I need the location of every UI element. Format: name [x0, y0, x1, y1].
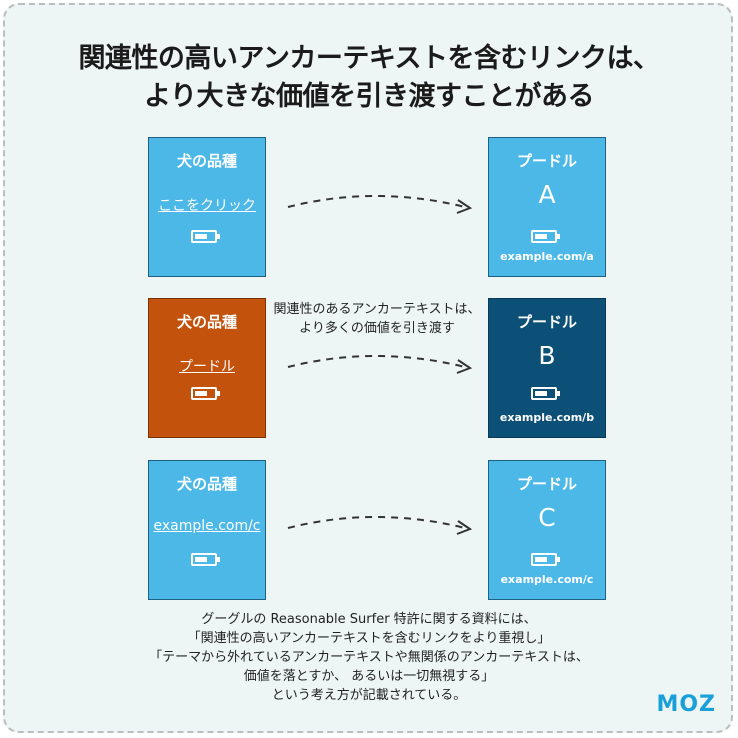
note-line-2: より多くの価値を引き渡す — [299, 321, 455, 336]
battery-icon — [531, 387, 560, 400]
battery-icon — [191, 230, 220, 243]
target-card-url: example.com/c — [500, 573, 594, 586]
target-card-title: プードル — [516, 152, 577, 170]
source-card-title: 犬の品種 — [176, 313, 237, 331]
anchor-text-link[interactable]: example.com/c — [153, 518, 261, 534]
diagram-frame — [3, 3, 733, 733]
dashed-arrow-3 — [287, 516, 473, 535]
dashed-arrow-1 — [287, 195, 473, 214]
target-card-title: プードル — [516, 313, 577, 331]
target-card-b: プードル B example.com/b — [488, 298, 606, 438]
source-card-2: 犬の品種 プードル — [148, 298, 266, 438]
note-line-1: 関連性のあるアンカーテキストは、 — [273, 302, 481, 317]
target-card-letter: B — [538, 341, 556, 370]
target-card-url: example.com/a — [500, 250, 594, 263]
source-card-3: 犬の品種 example.com/c — [148, 460, 266, 600]
dashed-arrow-2 — [287, 355, 473, 374]
footer-line-5: という考え方が記載されている。 — [271, 688, 467, 703]
title-line-2: より大きな価値を引き渡すことがある — [144, 81, 594, 112]
footer-line-2: 「関連性の高いアンカーテキストを含むリンクをより重視し」 — [187, 631, 551, 646]
footer-line-4: 価値を落とすか、 あるいは一切無視する」 — [243, 669, 495, 684]
anchor-text-link[interactable]: ここをクリック — [158, 198, 256, 214]
source-card-1: 犬の品種 ここをクリック — [148, 137, 266, 277]
battery-icon — [531, 230, 560, 243]
anchor-text-link[interactable]: プードル — [179, 359, 235, 375]
diagram-title: 関連性の高いアンカーテキストを含むリンクは、 より大きな価値を引き渡すことがある — [0, 40, 738, 116]
target-card-url: example.com/b — [499, 411, 595, 424]
battery-icon — [191, 553, 220, 566]
footer-caption: グーグルの Reasonable Surfer 特許に関する資料には、 「関連性… — [0, 610, 738, 705]
source-card-title: 犬の品種 — [176, 152, 237, 170]
moz-logo: MOZ — [656, 692, 716, 717]
target-card-letter: C — [538, 503, 556, 532]
annotation-note: 関連性のあるアンカーテキストは、 より多くの価値を引き渡す — [270, 300, 484, 338]
battery-icon — [191, 387, 220, 400]
target-card-letter: A — [538, 180, 556, 209]
source-card-title: 犬の品種 — [176, 475, 237, 493]
footer-line-1: グーグルの Reasonable Surfer 特許に関する資料には、 — [201, 612, 537, 627]
target-card-title: プードル — [516, 475, 577, 493]
target-card-a: プードル A example.com/a — [488, 137, 606, 277]
battery-icon — [531, 553, 560, 566]
target-card-c: プードル C example.com/c — [488, 460, 606, 600]
footer-line-3: 「テーマから外れているアンカーテキストや無関係のアンカーテキストは、 — [149, 650, 589, 665]
title-line-1: 関連性の高いアンカーテキストを含むリンクは、 — [78, 43, 660, 74]
